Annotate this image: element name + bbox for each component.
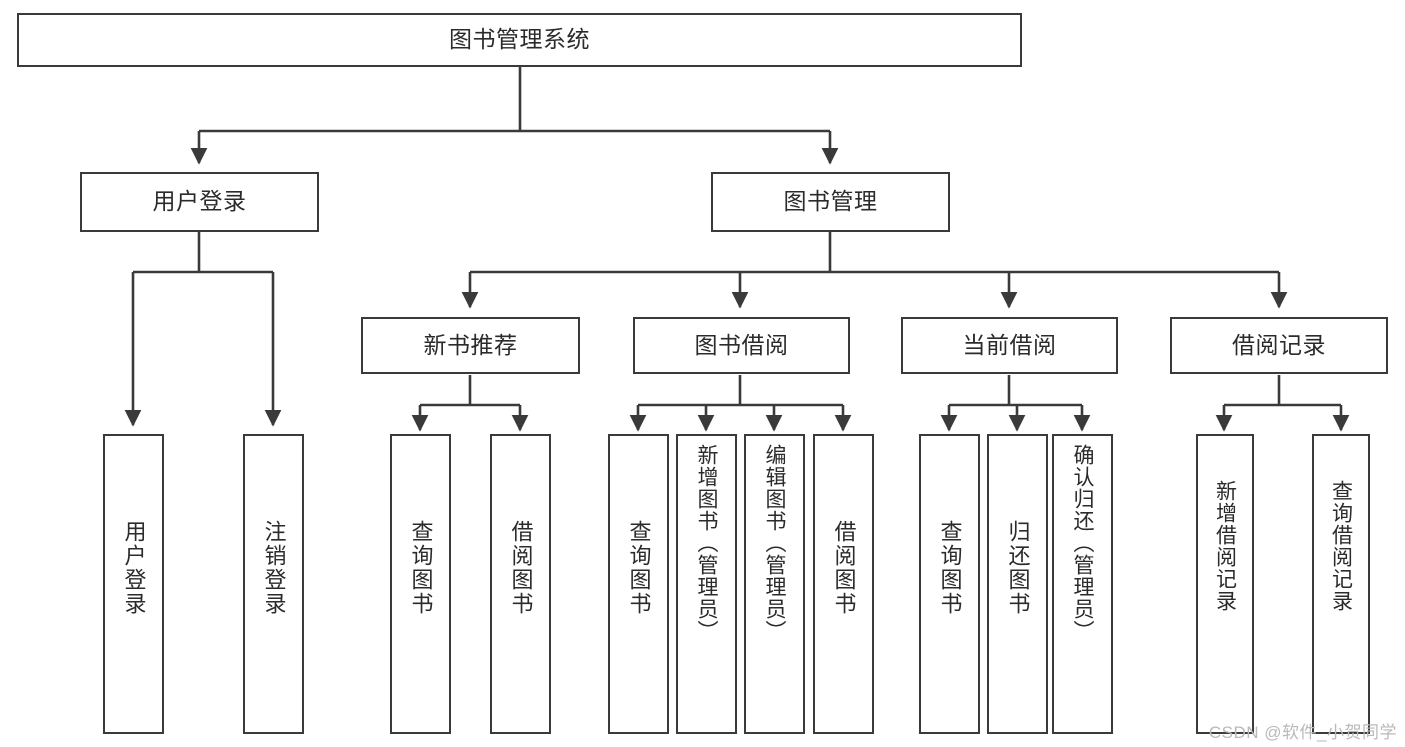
node-user-login[interactable]: 用户登录 [80,172,319,232]
node-label: 新增图书（管理员） [695,444,718,642]
node-label: 查询图书 [408,520,434,616]
node-label: 确认归还（管理员） [1071,444,1094,642]
node-book-borrow[interactable]: 图书借阅 [633,317,850,374]
node-current-borrow[interactable]: 当前借阅 [901,317,1118,374]
node-label: 新书推荐 [423,331,518,358]
node-system-root[interactable]: 图书管理系统 [17,13,1022,67]
node-leaf-return-book[interactable]: 归还图书 [987,434,1048,734]
node-leaf-borrow-book-1[interactable]: 借阅图书 [490,434,551,734]
node-label: 编辑图书（管理员） [763,444,786,642]
node-leaf-add-book-admin[interactable]: 新增图书（管理员） [676,434,737,734]
node-leaf-confirm-return-admin[interactable]: 确认归还（管理员） [1052,434,1113,734]
node-leaf-user-login[interactable]: 用户登录 [103,434,164,734]
node-label: 注销登录 [261,520,287,616]
node-label: 当前借阅 [962,331,1057,358]
csdn-watermark: CSDN @软件_小贺同学 [1208,723,1397,742]
node-leaf-query-book-3[interactable]: 查询图书 [919,434,980,734]
node-label: 图书借阅 [694,331,789,358]
node-label: 借阅图书 [508,520,534,616]
node-leaf-edit-book-admin[interactable]: 编辑图书（管理员） [744,434,805,734]
node-label: 归还图书 [1005,520,1031,616]
node-label: 图书管理 [783,188,878,215]
node-leaf-borrow-book-2[interactable]: 借阅图书 [813,434,874,734]
node-leaf-query-book-1[interactable]: 查询图书 [390,434,451,734]
node-leaf-logout-login[interactable]: 注销登录 [243,434,304,734]
node-leaf-query-book-2[interactable]: 查询图书 [608,434,669,734]
node-label: 借阅记录 [1232,331,1326,358]
node-label: 新增借阅记录 [1213,480,1237,612]
node-label: 查询借阅记录 [1329,480,1353,612]
node-label: 用户登录 [152,188,247,215]
node-label: 用户登录 [121,520,147,616]
node-label: 借阅图书 [831,520,857,616]
node-borrow-record[interactable]: 借阅记录 [1170,317,1388,374]
node-new-book-recommend[interactable]: 新书推荐 [361,317,580,374]
node-leaf-query-borrow-record[interactable]: 查询借阅记录 [1312,434,1370,734]
node-leaf-add-borrow-record[interactable]: 新增借阅记录 [1196,434,1254,734]
node-label: 图书管理系统 [449,26,590,53]
node-book-manage[interactable]: 图书管理 [711,172,950,232]
node-label: 查询图书 [937,520,963,616]
node-label: 查询图书 [626,520,652,616]
